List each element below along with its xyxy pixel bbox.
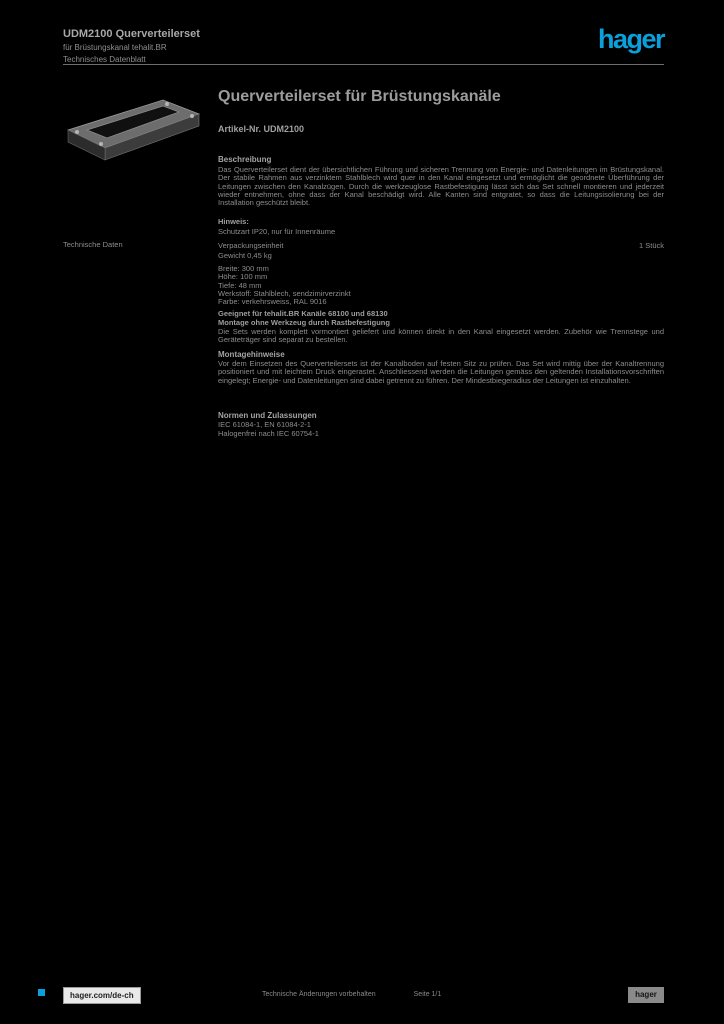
header-divider [63,64,664,65]
spec-item: Höhe: 100 mm [218,272,268,282]
notes-paragraph: Die Sets werden komplett vormontiert gel… [218,327,664,345]
description-paragraph: Das Querverteilerset dient der übersicht… [218,165,664,208]
tech-row-value: 1 Stück [638,241,664,250]
section-head-description: Beschreibung [218,155,272,164]
standards-list: IEC 61084-1, EN 61084-2-1 Halogenfrei na… [218,420,664,438]
mounting-paragraph: Vor dem Einsetzen des Querverteilersets … [218,359,664,385]
hint-label: Hinweis: [218,217,249,226]
standards-item: IEC 61084-1, EN 61084-2-1 [218,420,311,429]
spec-item: Breite: 300 mm [218,264,269,273]
feature-list: Geeignet für tehalit.BR Kanäle 68100 und… [218,309,664,327]
spec-item: Tiefe: 48 mm [218,280,262,290]
feature-item: Montage ohne Werkzeug durch Rastbefestig… [218,318,390,327]
page-title: Querverteilerset für Brüstungskanäle [218,88,501,105]
footer-page-number: Seite 1/1 [413,991,442,998]
article-reference: Artikel-Nr. UDM2100 [218,124,305,134]
page-edge-marker [38,989,45,996]
margin-label: Technische Daten [63,240,123,249]
tech-row-label: Verpackungseinheit [218,241,284,250]
header-product-family: für Brüstungskanal tehalit.BR [63,43,167,52]
section-head-standards: Normen und Zulassungen [218,411,317,420]
document-header: UDM2100 Querverteilerset für Brüstungska… [63,28,363,65]
standards-item: Halogenfrei nach IEC 60754-1 [218,428,319,438]
spec-item: Farbe: verkehrsweiss, RAL 9016 [218,297,327,307]
footer-center: Technische Änderungen vorbehalten Seite … [262,991,592,998]
hager-logo: hager [597,24,666,54]
tech-row: Gewicht 0,45 kg [218,251,664,260]
website-link[interactable]: hager.com/de-ch [63,987,141,1004]
hint-text: Schutzart IP20, nur für Innenräume [218,227,336,236]
spec-list: Breite: 300 mm Höhe: 100 mm Tiefe: 48 mm… [218,264,664,307]
header-product-code: UDM2100 Querverteilerset [63,28,200,40]
spec-item: Werkstoff: Stahlblech, sendzimirverzinkt [218,288,351,298]
tech-row-label: Gewicht 0,45 kg [218,251,272,260]
tech-row: Verpackungseinheit 1 Stück [218,241,664,250]
footer-disclaimer: Technische Änderungen vorbehalten [262,991,376,998]
footer-logo-box: hager [628,987,664,1003]
feature-item: Geeignet für tehalit.BR Kanäle 68100 und… [218,309,388,318]
product-image [66,99,201,161]
header-doc-type: Technisches Datenblatt [63,55,146,64]
section-head-mounting: Montagehinweise [218,350,285,359]
